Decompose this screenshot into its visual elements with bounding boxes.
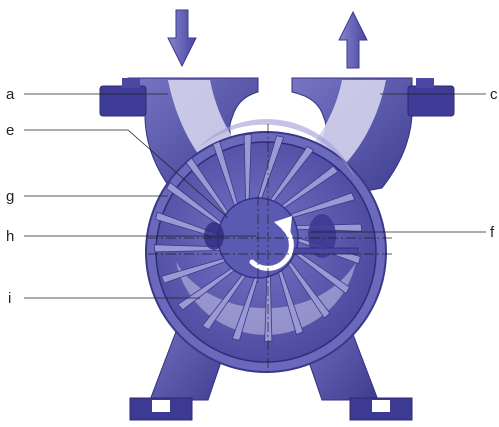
inlet-arrow-icon	[168, 10, 196, 66]
outlet-arrow-icon	[339, 12, 367, 68]
label-c: c	[490, 86, 498, 103]
label-f: f	[490, 224, 495, 241]
label-e: e	[6, 122, 14, 139]
label-i: i	[8, 290, 11, 307]
label-a: a	[6, 86, 15, 103]
label-h: h	[6, 228, 14, 245]
label-g: g	[6, 188, 14, 205]
